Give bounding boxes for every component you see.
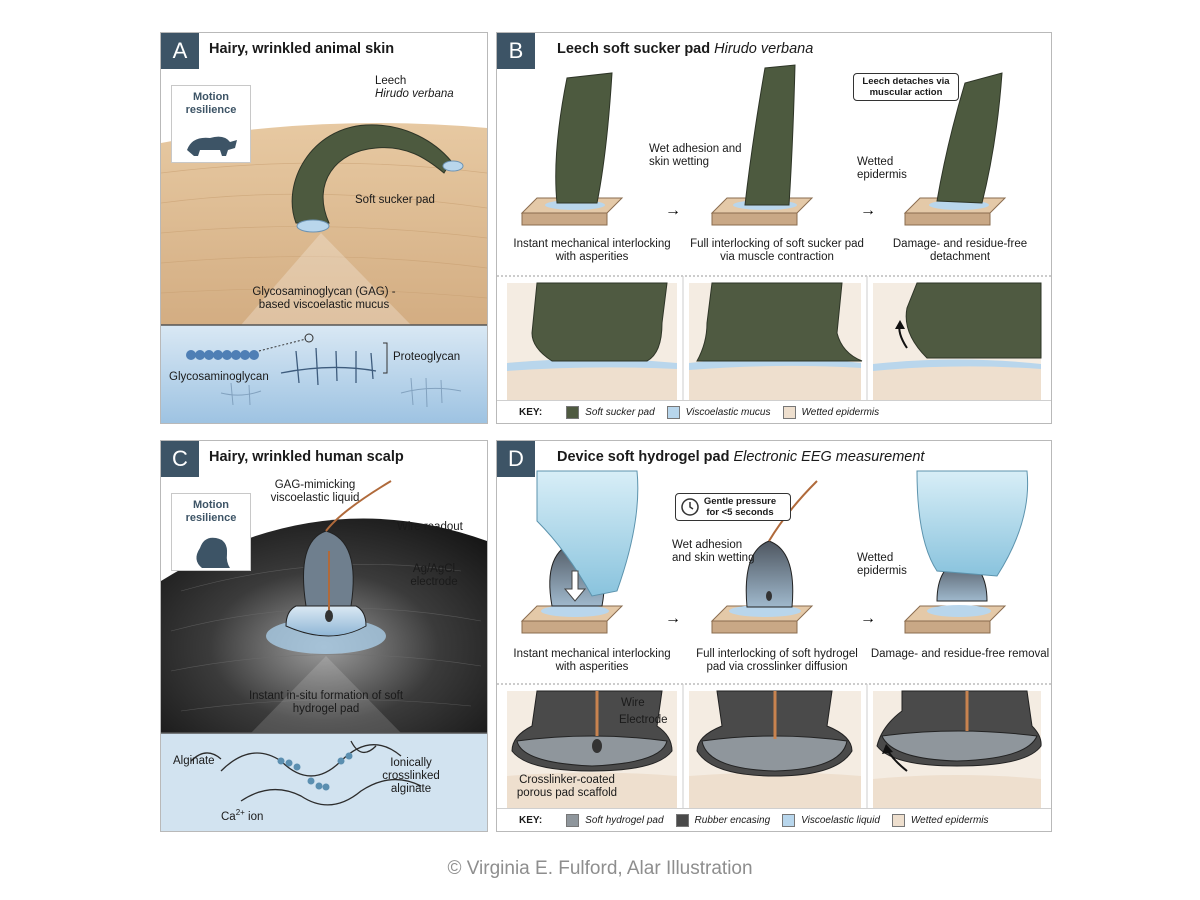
step2-caption-b: Full interlocking of soft sucker pad via…	[687, 238, 867, 264]
key-label-epidermis-d: Wetted epidermis	[911, 815, 989, 826]
key-swatch-rubber	[676, 814, 689, 827]
leech-crosssection-2	[689, 283, 862, 400]
key-label-sucker: Soft sucker pad	[585, 407, 654, 418]
motion-resilience-a: Motion resilience	[171, 85, 251, 163]
arrow-d-1: →	[665, 610, 681, 627]
device-crosssection-3	[873, 691, 1041, 808]
leech-label: Leech	[375, 75, 406, 88]
key-swatch-mucus	[667, 406, 680, 419]
panel-a-badge: A	[161, 33, 199, 69]
key-label-rubber: Rubber encasing	[695, 815, 771, 826]
dog-icon	[172, 128, 250, 158]
key-label-liquid: Viscoelastic liquid	[801, 815, 880, 826]
key-swatch-epidermis-d	[892, 814, 905, 827]
wetted-epidermis-label-d: Wetted epidermis	[857, 552, 927, 578]
leech-step-1	[522, 73, 622, 225]
wet-adhesion-label-b: Wet adhesion and skin wetting	[649, 143, 749, 169]
wet-adhesion-label-d: Wet adhesion and skin wetting	[672, 539, 762, 565]
panel-d-title-text: Device soft hydrogel pad	[557, 449, 729, 465]
key-swatch-liquid	[782, 814, 795, 827]
arrow-b-2: →	[860, 202, 876, 219]
step3-caption-b: Damage- and residue-free detachment	[870, 238, 1050, 264]
key-d: KEY: Soft hydrogel pad Rubber encasing V…	[497, 808, 1051, 831]
key-swatch-hydrogel	[566, 814, 579, 827]
panel-b-badge: B	[497, 33, 535, 69]
motion-resilience-c: Motion resilience	[171, 493, 251, 571]
panel-a-title: Hairy, wrinkled animal skin	[209, 41, 394, 57]
step3-caption-d: Damage- and residue-free removal	[870, 648, 1050, 661]
wire-readout-label: Wire readout	[397, 521, 463, 534]
key-label-mucus: Viscoelastic mucus	[686, 407, 771, 418]
arrow-d-2: →	[860, 610, 876, 627]
device-step-1	[522, 471, 638, 633]
panel-c: C Hairy, wrinkled human scalp Motion res…	[160, 440, 488, 832]
key-swatch-epidermis-b	[783, 406, 796, 419]
panel-c-title: Hairy, wrinkled human scalp	[209, 449, 404, 465]
crosslinked-alginate-label: Ionically crosslinked alginate	[361, 757, 461, 796]
ca-ion-label: Ca2+ ion	[221, 806, 263, 824]
panel-d-badge: D	[497, 441, 535, 477]
leech-species-label: Hirudo verbana	[375, 88, 454, 101]
wetted-epidermis-label-b: Wetted epidermis	[857, 156, 927, 182]
copyright-credit: © Virginia E. Fulford, Alar Illustration	[0, 858, 1200, 880]
panel-b: → → B Leech soft sucker pad Hirudo ve	[496, 32, 1052, 424]
step2-caption-d: Full interlocking of soft hydrogel pad v…	[687, 648, 867, 674]
scaffold-label: Crosslinker-coated porous pad scaffold	[507, 774, 627, 800]
key-label-epidermis-b: Wetted epidermis	[802, 407, 880, 418]
electrode-label-d: Electrode	[619, 714, 668, 727]
key-title-b: KEY:	[519, 407, 542, 418]
leech-crosssection-3	[873, 283, 1041, 400]
leech-crosssection-1	[507, 283, 677, 400]
motion-label-a: Motion resilience	[172, 91, 250, 117]
motion-label-c: Motion resilience	[172, 499, 250, 525]
panel-c-badge: C	[161, 441, 199, 477]
formation-label: Instant in-situ formation of soft hydrog…	[231, 690, 421, 716]
key-title-d: KEY:	[519, 815, 542, 826]
pressure-text: Gentle pressure for <5 seconds	[700, 496, 780, 518]
panel-b-title: Leech soft sucker pad Hirudo verbana	[557, 41, 813, 57]
key-label-hydrogel: Soft hydrogel pad	[585, 815, 663, 826]
proteoglycan-label: Proteoglycan	[393, 351, 460, 364]
panel-d-title: Device soft hydrogel pad Electronic EEG …	[557, 449, 924, 465]
device-crosssection-2	[689, 691, 861, 808]
arrow-b-1: →	[665, 202, 681, 219]
pressure-callout: Gentle pressure for <5 seconds	[675, 493, 791, 521]
human-head-icon	[172, 530, 250, 570]
ca-rest: ion	[245, 811, 264, 823]
panel-d: → → D Device	[496, 440, 1052, 832]
step1-caption-b: Instant mechanical interlocking with asp…	[502, 238, 682, 264]
wire-label-d: Wire	[621, 697, 645, 710]
ca-text: Ca	[221, 811, 236, 823]
key-b: KEY: Soft sucker pad Viscoelastic mucus …	[497, 400, 1051, 423]
ca-superscript: 2+	[236, 808, 245, 817]
alginate-label: Alginate	[173, 755, 215, 768]
electrode-label-c: Ag/AgCl electrode	[404, 563, 464, 589]
key-swatch-sucker	[566, 406, 579, 419]
gag-liquid-label: GAG-mimicking viscoelastic liquid	[265, 479, 365, 505]
panel-d-title-italic: Electronic EEG measurement	[733, 449, 924, 465]
panel-a: A Hairy, wrinkled animal skin Motion res…	[160, 32, 488, 424]
sucker-pad-label: Soft sucker pad	[355, 194, 435, 207]
panel-b-illustration: → →	[497, 33, 1051, 423]
panel-b-title-text: Leech soft sucker pad	[557, 41, 710, 57]
detach-callout: Leech detaches via muscular action	[853, 73, 959, 101]
panel-b-title-italic: Hirudo verbana	[714, 41, 813, 57]
clock-icon	[680, 497, 700, 517]
step1-caption-d: Instant mechanical interlocking with asp…	[502, 648, 682, 674]
gag-label: Glycosaminoglycan	[169, 371, 269, 384]
mucus-label: Glycosaminoglycan (GAG) -based viscoelas…	[239, 286, 409, 312]
leech-species-text: Hirudo verbana	[375, 88, 454, 100]
